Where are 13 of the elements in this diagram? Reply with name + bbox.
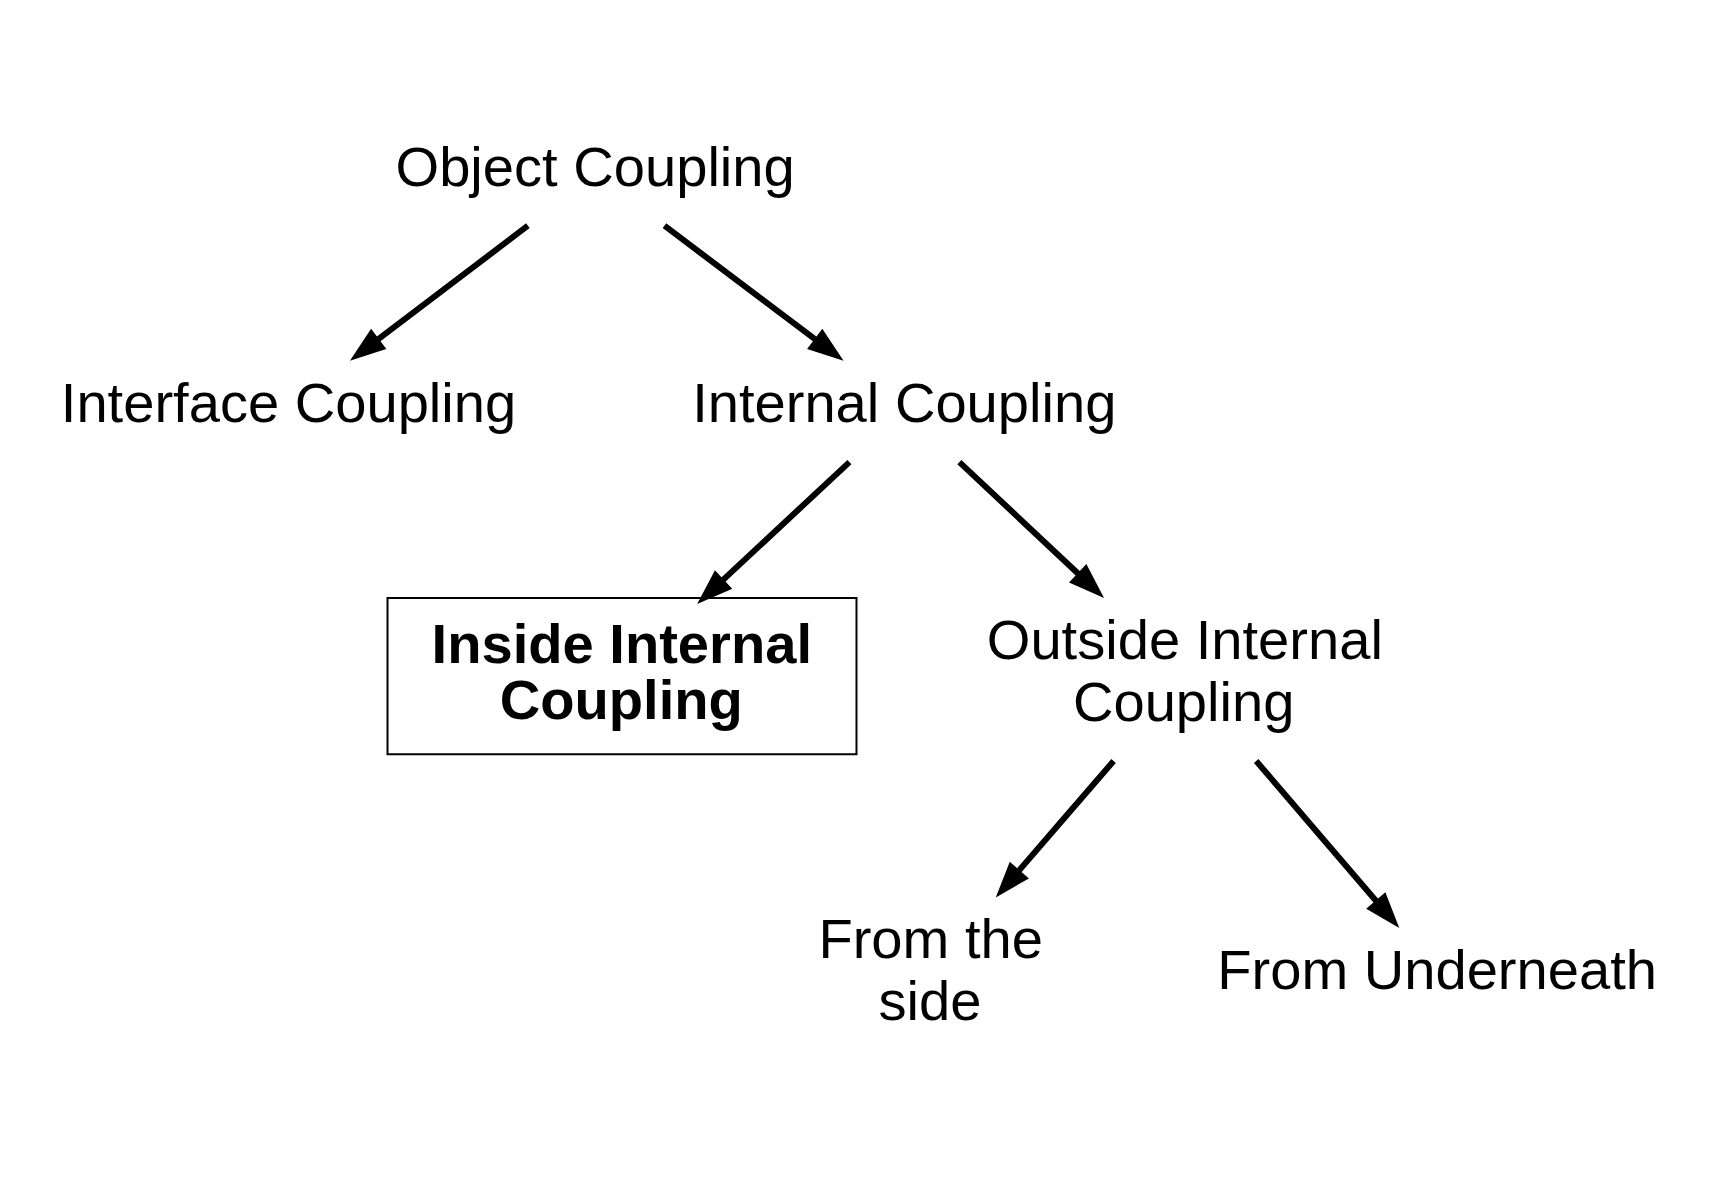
node-box: Inside Internal Coupling xyxy=(386,597,858,756)
node-text: From the side xyxy=(818,906,1043,1032)
arrow xyxy=(697,459,852,605)
node-text: Object Coupling xyxy=(395,134,795,198)
arrow xyxy=(995,759,1116,898)
node-text: Interface Coupling xyxy=(60,371,517,435)
node-text: Internal Coupling xyxy=(692,371,1117,435)
node-text: Outside Internal Coupling xyxy=(986,607,1383,734)
node-text: From Underneath xyxy=(1217,937,1657,1001)
arrow xyxy=(1253,759,1400,928)
arrow xyxy=(957,459,1105,598)
arrow xyxy=(349,223,530,361)
arrow xyxy=(662,223,844,361)
